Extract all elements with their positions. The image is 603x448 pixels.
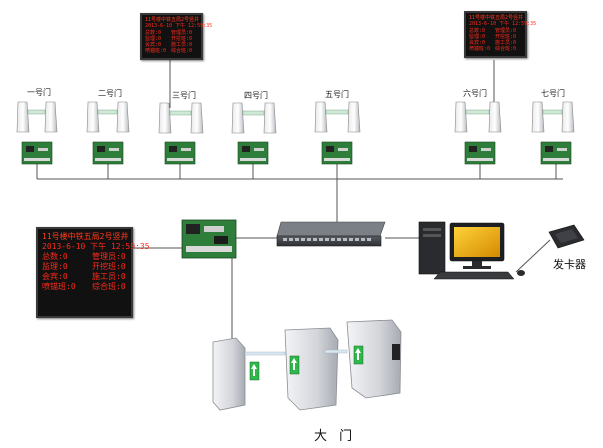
led-cell: 喷锚班:0 bbox=[469, 46, 491, 53]
gate-label: 七号门 bbox=[541, 89, 565, 98]
main-gate-label: 大 门 bbox=[314, 429, 357, 444]
gate-label: 二号门 bbox=[98, 89, 122, 98]
turnstile-group-6 bbox=[454, 101, 502, 165]
led-cell: 综合班:0 bbox=[92, 282, 126, 291]
led-datetime: 2013-6-10 下午 12:59:35 bbox=[469, 21, 537, 28]
led-cell: 监理:0 bbox=[469, 33, 486, 40]
gate-label: 六号门 bbox=[463, 89, 487, 98]
turnstile-group-5 bbox=[314, 101, 361, 165]
led-cell: 开挖班:0 bbox=[171, 35, 193, 42]
led-cell: 监理:0 bbox=[145, 35, 162, 42]
led-cell: 管理员:0 bbox=[92, 252, 126, 261]
led-cell: 开挖班:0 bbox=[495, 33, 517, 40]
computer-workstation bbox=[418, 221, 525, 280]
turnstile-group-7 bbox=[531, 101, 575, 165]
led-display-2: 11号楼中铁五局2号竖井 2013-6-10 下午 12:59:35 总数:0 管… bbox=[464, 11, 537, 58]
led-cell: 总数:0 bbox=[42, 252, 68, 261]
led-datetime: 2013-6-10 下午 12:59:35 bbox=[145, 23, 213, 30]
turnstile-group-2 bbox=[86, 101, 130, 165]
card-issuer-label: 发卡器 bbox=[553, 258, 586, 271]
card-issuer-device bbox=[548, 224, 585, 249]
turnstile-group-1 bbox=[16, 101, 58, 165]
gate-label: 三号门 bbox=[172, 91, 196, 100]
led-cell: 开挖班:0 bbox=[92, 262, 126, 271]
led-display-1: 11号楼中铁五局2号竖井 2013-6-10 下午 12:59:35 总数:0 管… bbox=[140, 13, 213, 60]
led-display-large: 11号楼中铁五局2号竖井 2013-6-10 下午 12:59:35 总数:0 管… bbox=[36, 227, 150, 318]
main-gate-turnstiles bbox=[212, 319, 402, 411]
led-cell: 管理员:0 bbox=[495, 27, 517, 34]
led-cell: 总数:0 bbox=[145, 29, 162, 36]
turnstile-group-3 bbox=[158, 102, 204, 165]
led-cell: 监理:0 bbox=[42, 262, 68, 271]
led-datetime: 2013-6-10 下午 12:59:35 bbox=[42, 242, 150, 251]
main-controller-board bbox=[181, 219, 237, 259]
turnstile-group-4 bbox=[231, 102, 277, 165]
led-cell: 喷锚班:0 bbox=[42, 282, 76, 291]
led-title: 11号楼中铁五局2号竖井 bbox=[42, 232, 129, 241]
led-title: 11号楼中铁五局2号竖井 bbox=[469, 15, 524, 21]
led-cell: 施工员:0 bbox=[495, 40, 517, 46]
gate-label: 一号门 bbox=[27, 88, 51, 97]
led-cell: 综合班:0 bbox=[171, 48, 193, 55]
led-title: 11号楼中铁五局2号竖井 bbox=[145, 17, 200, 23]
led-cell: 综合班:0 bbox=[495, 46, 517, 53]
led-cell: 施工员:0 bbox=[92, 272, 126, 281]
led-cell: 施工员:0 bbox=[171, 42, 193, 48]
network-switch bbox=[276, 221, 386, 247]
led-cell: 总数:0 bbox=[469, 27, 486, 34]
gate-label: 五号门 bbox=[325, 90, 349, 99]
led-cell: 会宾:0 bbox=[145, 42, 162, 48]
gate-label: 四号门 bbox=[244, 91, 268, 100]
led-cell: 喷锚班:0 bbox=[145, 48, 167, 55]
led-cell: 会宾:0 bbox=[42, 272, 68, 281]
led-cell: 会宾:0 bbox=[469, 40, 486, 46]
led-cell: 管理员:0 bbox=[171, 29, 193, 36]
